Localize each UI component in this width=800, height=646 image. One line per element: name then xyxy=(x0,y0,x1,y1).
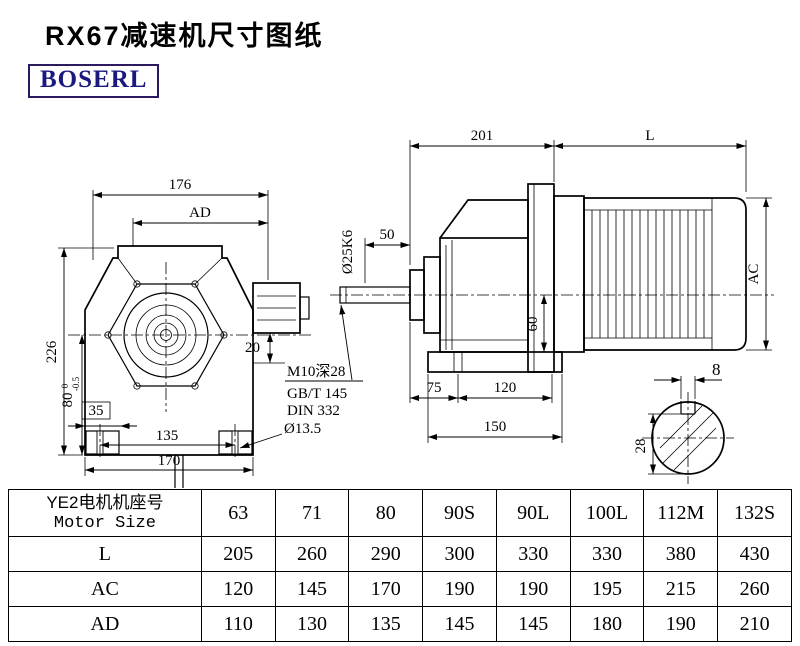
svg-text:35: 35 xyxy=(89,403,104,419)
header-size-132s: 132S xyxy=(717,489,792,537)
header-size-90l: 90L xyxy=(495,489,571,537)
svg-text:Ø13.5: Ø13.5 xyxy=(284,421,321,437)
brand-logo: BOSERL xyxy=(28,64,160,98)
svg-text:226: 226 xyxy=(44,340,60,363)
cell: 195 xyxy=(569,571,645,607)
dim-housing-length: 201 L xyxy=(409,128,747,265)
svg-text:-0.5: -0.5 xyxy=(71,376,81,391)
dim-bolt-span: 135 xyxy=(100,428,235,448)
cell: 260 xyxy=(274,536,350,572)
cell: 145 xyxy=(274,571,350,607)
cell: 110 xyxy=(200,606,276,642)
row-label-L: L xyxy=(8,536,202,572)
dim-key-width: 8 xyxy=(654,360,722,399)
dim-ad: AD xyxy=(132,205,268,247)
table-row-L: L 205 260 290 300 330 330 380 430 xyxy=(8,536,792,572)
cell: 330 xyxy=(569,536,645,572)
svg-text:M10深28: M10深28 xyxy=(287,363,345,380)
svg-text:135: 135 xyxy=(156,428,179,444)
cell: 130 xyxy=(274,606,350,642)
cell: 145 xyxy=(422,606,497,642)
dim-top-width: 176 xyxy=(92,177,269,280)
dim-center-height: 80 0 -0.5 xyxy=(60,335,85,455)
svg-text:150: 150 xyxy=(484,419,507,435)
dim-base-width: 170 xyxy=(84,453,254,476)
header-size-100l: 100L xyxy=(569,489,645,537)
dim-foot-hole: Ø13.5 xyxy=(239,421,321,449)
shaft-end-view: 8 28 xyxy=(633,360,734,484)
svg-text:176: 176 xyxy=(169,177,192,193)
svg-text:75: 75 xyxy=(427,380,442,396)
svg-text:Ø25K6: Ø25K6 xyxy=(340,229,356,274)
row-label-AC: AC xyxy=(8,571,202,607)
tapped-hole-note: M10深28 GB/T 145 DIN 332 xyxy=(285,304,363,419)
cell: 170 xyxy=(348,571,424,607)
header-size-90s: 90S xyxy=(422,489,497,537)
svg-text:8: 8 xyxy=(712,360,721,379)
dim-shaft: 50 Ø25K6 xyxy=(340,227,410,283)
svg-text:0: 0 xyxy=(60,383,70,388)
cell: 330 xyxy=(495,536,571,572)
svg-text:60: 60 xyxy=(525,317,541,332)
cell: 135 xyxy=(348,606,424,642)
svg-text:170: 170 xyxy=(158,453,181,469)
table-header-row: YE2电机机座号 Motor Size 63 71 80 90S 90L 100… xyxy=(8,489,792,537)
svg-text:AD: AD xyxy=(189,205,211,221)
cell: 215 xyxy=(643,571,719,607)
header-size-63: 63 xyxy=(200,489,276,537)
dim-foot-lengths: 75 120 150 xyxy=(409,322,563,443)
side-view: 201 L 50 Ø25K6 AC xyxy=(285,128,774,443)
dim-foot-offset: 35 xyxy=(68,401,137,429)
svg-text:DIN 332: DIN 332 xyxy=(287,403,340,419)
cell: 145 xyxy=(495,606,571,642)
svg-text:201: 201 xyxy=(471,128,494,144)
motor-size-table: YE2电机机座号 Motor Size 63 71 80 90S 90L 100… xyxy=(8,489,792,642)
cell: 290 xyxy=(348,536,424,572)
dim-motor-height: AC xyxy=(746,197,772,351)
cell: 300 xyxy=(422,536,497,572)
front-view: 176 AD 226 80 0 xyxy=(44,177,321,488)
svg-text:28: 28 xyxy=(633,439,649,454)
svg-text:GB/T 145: GB/T 145 xyxy=(287,386,347,402)
header-size-71: 71 xyxy=(274,489,350,537)
dim-center-to-foot: 60 xyxy=(525,295,547,352)
dim-height: 226 xyxy=(44,247,114,456)
svg-text:20: 20 xyxy=(245,340,260,356)
dim-key-depth: 28 xyxy=(633,413,686,475)
table-row-AD: AD 110 130 135 145 145 180 190 210 xyxy=(8,606,792,642)
page-title: RX67减速机尺寸图纸 xyxy=(45,21,324,51)
svg-text:AC: AC xyxy=(746,264,762,285)
cell: 430 xyxy=(717,536,792,572)
table-row-AC: AC 120 145 170 190 190 195 215 260 xyxy=(8,571,792,607)
cell: 190 xyxy=(422,571,497,607)
cell: 205 xyxy=(200,536,276,572)
cell: 210 xyxy=(717,606,792,642)
header-motor-size: YE2电机机座号 Motor Size xyxy=(8,489,202,537)
header-size-112m: 112M xyxy=(643,489,719,537)
motor-fins xyxy=(591,210,705,338)
dim-side-offset: 20 xyxy=(245,333,285,364)
engineering-drawing: 176 AD 226 80 0 xyxy=(44,128,774,488)
cell: 180 xyxy=(569,606,645,642)
cell: 120 xyxy=(200,571,276,607)
cell: 380 xyxy=(643,536,719,572)
svg-text:80: 80 xyxy=(60,393,76,408)
cell: 190 xyxy=(495,571,571,607)
svg-text:50: 50 xyxy=(380,227,395,243)
cell: 190 xyxy=(643,606,719,642)
svg-text:120: 120 xyxy=(494,380,517,396)
row-label-AD: AD xyxy=(8,606,202,642)
cell: 260 xyxy=(717,571,792,607)
svg-text:L: L xyxy=(645,128,654,144)
header-size-80: 80 xyxy=(348,489,424,537)
